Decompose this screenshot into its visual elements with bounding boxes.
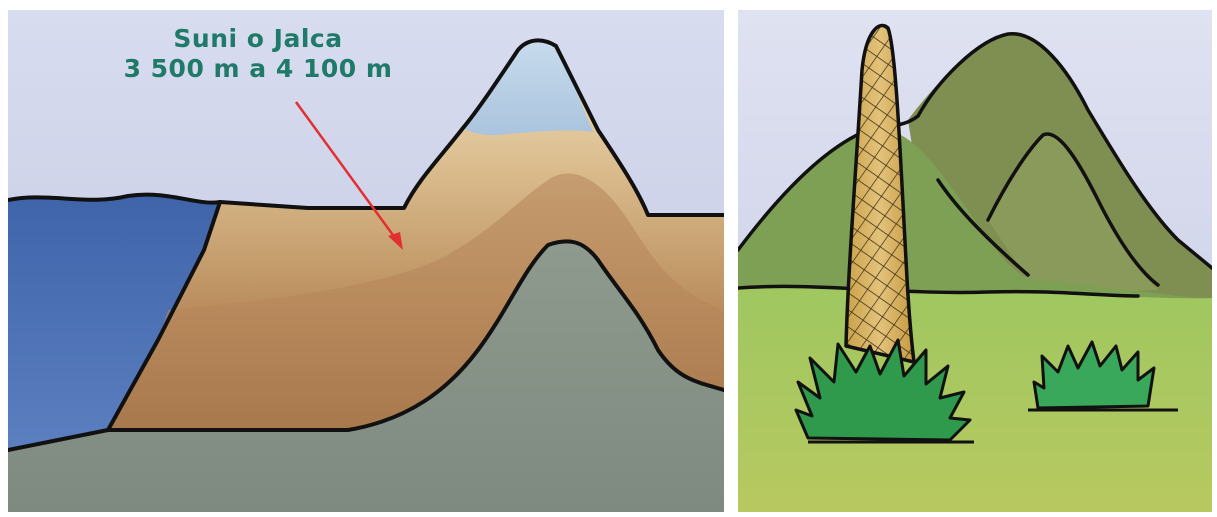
mountain-cross-section-drawing [8, 10, 724, 512]
zone-name: Suni o Jalca [108, 24, 408, 54]
mountain-cross-section-panel: Suni o Jalca 3 500 m a 4 100 m [6, 8, 726, 514]
puya-landscape-panel [736, 8, 1214, 514]
altitude-range: 3 500 m a 4 100 m [108, 54, 408, 84]
puya-landscape-drawing [738, 10, 1212, 512]
zone-label: Suni o Jalca 3 500 m a 4 100 m [108, 24, 408, 84]
